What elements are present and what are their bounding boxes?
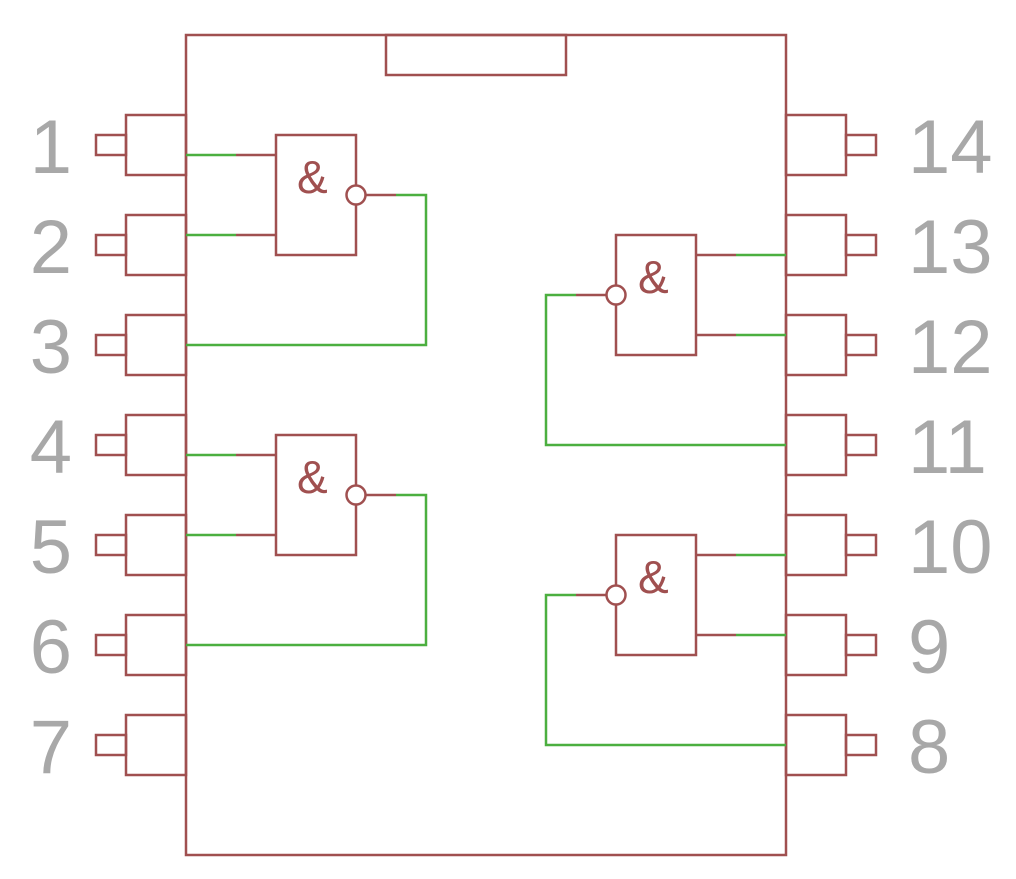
pin-3: [94, 313, 188, 377]
nand-gate-1: &: [186, 133, 428, 347]
pin-12: [784, 313, 878, 377]
nand-gate-4: &: [544, 533, 786, 747]
gate-1-inversion-bubble: [345, 184, 367, 206]
left-pins: [94, 113, 188, 777]
pin-13: [784, 213, 878, 277]
pin-14: [784, 113, 878, 177]
pin-8: [784, 713, 878, 777]
pin-label-5: 5: [30, 505, 72, 590]
orientation-notch: [384, 33, 568, 77]
pin-10: [784, 513, 878, 577]
pin-label-8: 8: [908, 705, 950, 790]
gate-2-symbol: &: [297, 451, 328, 503]
pin-label-14: 14: [908, 105, 993, 190]
pin-label-7: 7: [30, 705, 72, 790]
pin-2: [94, 213, 188, 277]
pin-1: [94, 113, 188, 177]
wire-gate4-pin8: [544, 593, 786, 747]
pin-label-6: 6: [30, 605, 72, 690]
gate-3-symbol: &: [638, 251, 669, 303]
gate-4-symbol: &: [638, 551, 669, 603]
pin-label-4: 4: [30, 405, 72, 490]
pin-6: [94, 613, 188, 677]
pin-label-10: 10: [908, 505, 993, 590]
pin-11: [784, 413, 878, 477]
pin-labels-right: 14 13 12 11 10 9 8: [908, 105, 993, 790]
pin-label-12: 12: [908, 305, 993, 390]
wire-gate1-pin3: [186, 193, 428, 347]
gate-2-inversion-bubble: [345, 484, 367, 506]
pin-label-9: 9: [908, 605, 950, 690]
pin-label-2: 2: [30, 205, 72, 290]
gate-4-inversion-bubble: [605, 584, 627, 606]
pin-9: [784, 613, 878, 677]
wire-gate2-pin6: [186, 493, 428, 647]
pin-label-1: 1: [30, 105, 72, 190]
pin-label-3: 3: [30, 305, 72, 390]
pin-label-13: 13: [908, 205, 993, 290]
nand-gate-2: &: [186, 433, 428, 647]
pin-labels-left: 1 2 3 4 5 6 7: [30, 105, 72, 790]
gate-3-inversion-bubble: [605, 284, 627, 306]
nand-gate-3: &: [544, 233, 786, 447]
pin-7: [94, 713, 188, 777]
pin-label-11: 11: [908, 405, 987, 490]
right-pins: [784, 113, 878, 777]
gate-1-symbol: &: [297, 151, 328, 203]
pin-5: [94, 513, 188, 577]
wire-gate3-pin11: [544, 293, 786, 447]
pin-4: [94, 413, 188, 477]
